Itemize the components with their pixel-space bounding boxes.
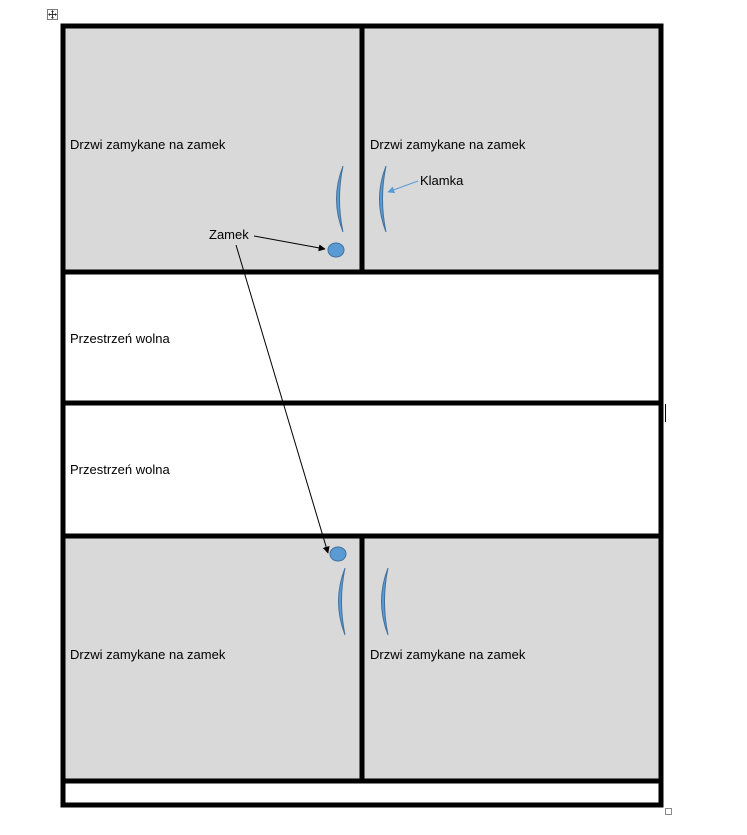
table-move-handle-icon[interactable] (47, 9, 58, 20)
label-top-right: Drzwi zamykane na zamek (370, 137, 526, 152)
label-bottom-right: Drzwi zamykane na zamek (370, 647, 526, 662)
label-top-left: Drzwi zamykane na zamek (70, 137, 226, 152)
lock-top-icon (327, 242, 345, 258)
callout-lock-arrow-top (253, 235, 326, 252)
lock-bottom-icon (329, 546, 347, 562)
handle-bottom-left-icon (338, 567, 346, 636)
table-resize-handle-icon[interactable] (665, 808, 672, 815)
callout-handle-arrow (387, 180, 419, 194)
door-cell-bottom-right (362, 536, 661, 781)
label-free-2: Przestrzeń wolna (70, 462, 170, 477)
door-cell-bottom-left (63, 536, 362, 781)
handle-top-left-icon (336, 165, 344, 233)
text-cursor (665, 404, 666, 422)
handle-top-right-icon (379, 165, 387, 233)
door-cell-top-left (63, 26, 362, 272)
callout-handle-label: Klamka (420, 173, 464, 188)
label-free-1: Przestrzeń wolna (70, 331, 170, 346)
bottom-strip-cell (63, 781, 661, 805)
free-space-cell-2 (63, 403, 661, 536)
door-cell-top-right (362, 26, 661, 272)
callout-lock-label: Zamek (209, 227, 249, 242)
label-bottom-left: Drzwi zamykane na zamek (70, 647, 226, 662)
callout-lock-arrow-bottom (235, 244, 330, 554)
handle-bottom-right-icon (381, 567, 389, 636)
free-space-cell-1 (63, 272, 661, 403)
